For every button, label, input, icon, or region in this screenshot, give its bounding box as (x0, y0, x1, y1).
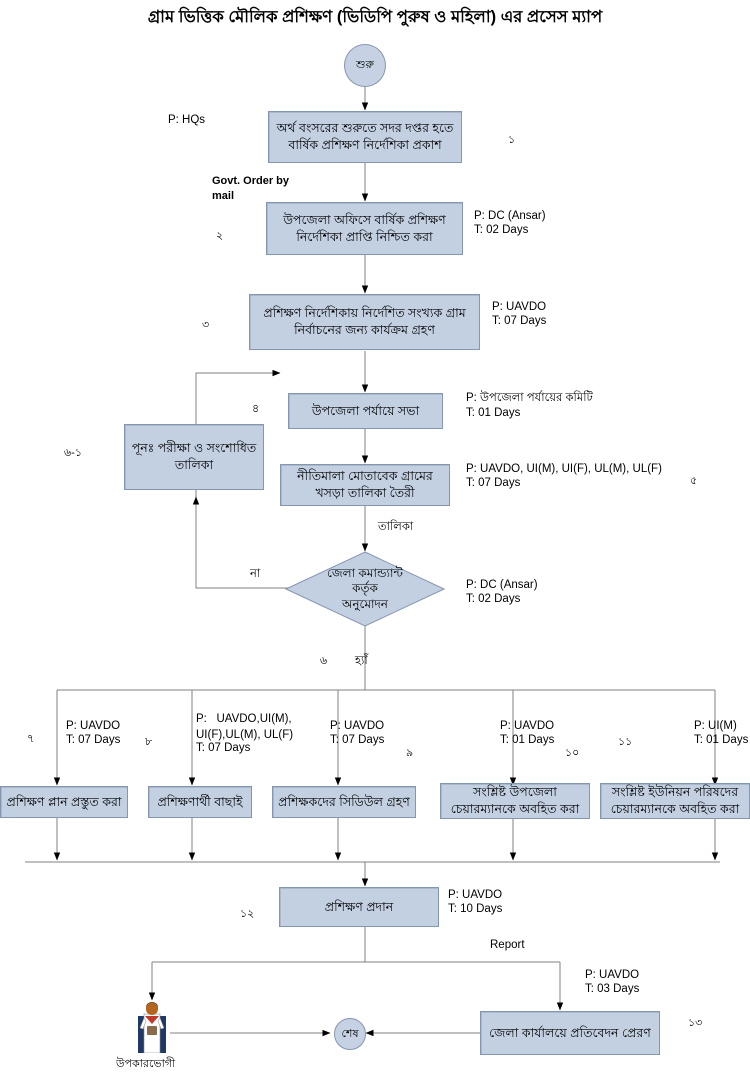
start-node[interactable]: শুরু (344, 44, 386, 87)
node-11-time: T: 01 Days (694, 734, 749, 746)
node-confirm-receipt-at-upazila-office[interactable]: উপজেলা অফিসে বার্ষিক প্রশিক্ষণ নির্দেশিক… (266, 202, 463, 255)
node-1-line-1: অর্থ বংসরের শুরুতে সদর দপ্তর হতে (276, 121, 454, 136)
node-9-responsible: P: UAVDO (330, 720, 385, 732)
edge-label-talika: তালিকা (378, 521, 414, 533)
node-11-number: ১১ (618, 736, 633, 748)
node-12-number: ১২ (240, 908, 255, 920)
node-9-line-1: প্রশিক্ষকদের সিডিউল গ্রহণ (278, 794, 410, 809)
node-7-responsible: P: UAVDO (66, 720, 121, 732)
node-9-number: ৯ (406, 747, 414, 759)
node-upazila-level-meeting[interactable]: উপজেলা পর্যায়ে সভা (288, 393, 443, 429)
node-select-trainees[interactable]: প্রশিক্ষণার্থী বাছাই (148, 786, 252, 818)
node-10-line-1: সংশ্লিষ্ট উপজেলা (473, 785, 557, 800)
node-8-number: ৮ (145, 736, 153, 748)
node-1-responsible: P: HQs (168, 114, 206, 126)
node-2-responsible: P: DC (Ansar) (474, 210, 546, 222)
edge-label-report: Report (490, 939, 525, 951)
start-node-label: শুরু (356, 59, 374, 71)
node-12-responsible: P: UAVDO (448, 889, 503, 901)
beneficiary-caption: উপকারভোগী (116, 1058, 176, 1070)
decision-yes-label: হ্যাঁ (355, 655, 368, 667)
node-4-time: T: 01 Days (466, 407, 521, 419)
node-inform-union-parishad-chairman[interactable]: সংশ্লিষ্ট ইউনিয়ন পরিষদের চেয়ারম্যানকে … (600, 783, 750, 819)
node-1-number: ১ (508, 134, 516, 146)
node-12-time: T: 10 Days (448, 903, 503, 915)
node-6-1-number: ৬-১ (64, 447, 82, 459)
node-9-time: T: 07 Days (330, 734, 385, 746)
node-2-line-1: উপজেলা অফিসে বার্ষিক প্রশিক্ষণ (283, 212, 446, 227)
node-5-line-2: খসড়া তালিকা তৈরী (315, 486, 415, 500)
decision-number: ৬ (320, 655, 328, 667)
decision-time: T: 02 Days (466, 593, 521, 605)
node-3-responsible: P: UAVDO (492, 301, 547, 313)
node-11-line-2: চেয়ারম্যানকে অবহিত করা (610, 802, 740, 816)
node-inform-upazila-chairman[interactable]: সংশ্লিষ্ট উপজেলা চেয়ারম্যানকে অবহিত করা (440, 783, 590, 819)
node-2-line-2: নির্দেশিকা প্রাপ্তি নিশ্চিত করা (296, 229, 433, 244)
node-10-responsible: P: UAVDO (500, 720, 555, 732)
page-title: গ্রাম ভিত্তিক মৌলিক প্রশিক্ষণ (ভিডিপি পু… (147, 8, 603, 26)
node-3-time: T: 07 Days (492, 315, 547, 327)
node-7-time: T: 07 Days (66, 734, 121, 746)
node-1-line-2: বার্ষিক প্রশিক্ষণ নির্দেশিকা প্রকাশ (288, 138, 442, 152)
node-12-line-1: প্রশিক্ষণ প্রদান (324, 899, 394, 914)
beneficiary-person-icon (130, 1000, 174, 1054)
node-2-number: ২ (216, 230, 224, 242)
decision-line-1: জেলা কমান্ড্যান্ট (327, 565, 403, 580)
node-draft-village-list[interactable]: নীতিমালা মোতাবেক গ্রামের খসড়া তালিকা তৈ… (280, 464, 450, 506)
node-13-number: ১৩ (688, 1017, 703, 1029)
node-10-time: T: 01 Days (500, 734, 555, 746)
node-receive-trainer-schedule[interactable]: প্রশিক্ষকদের সিডিউল গ্রহণ (272, 786, 416, 818)
decision-district-commandant-approval[interactable]: জেলা কমান্ড্যান্ট কর্তৃক অনুমোদন (284, 551, 446, 627)
node-5-line-1: নীতিমালা মোতাবেক গ্রামের (297, 469, 433, 484)
node-publish-annual-training-directive[interactable]: অর্থ বংসরের শুরুতে সদর দপ্তর হতে বার্ষিক… (268, 111, 462, 163)
node-7-number: ৭ (27, 733, 35, 745)
node-2-time: T: 02 Days (474, 224, 529, 236)
node-4-line-1: উপজেলা পর্যায়ে সভা (311, 403, 420, 418)
edge-label-govt-order: Govt. Order by mail (212, 175, 290, 202)
node-4-responsible: P: উপজেলা পর্যায়ের কমিটি (466, 392, 593, 404)
node-6-1-line-2: তালিকা (174, 458, 214, 472)
node-7-line-1: প্রশিক্ষণ প্লান প্রস্তুত করা (6, 794, 122, 809)
node-prepare-training-plan[interactable]: প্রশিক্ষণ প্লান প্রস্তুত করা (0, 786, 128, 818)
end-node[interactable]: শেষ (334, 1018, 366, 1050)
node-4-number: ৪ (252, 403, 260, 415)
node-8-line-1: প্রশিক্ষণার্থী বাছাই (157, 794, 243, 809)
decision-line-3: অনুমোদন (341, 596, 388, 611)
node-3-line-2: নির্বাচনের জন্য কার্যক্রম গ্রহণ (294, 323, 435, 337)
node-reexamination-revised-list[interactable]: পূনঃ পরীক্ষা ও সংশোধিত তালিকা (124, 424, 264, 490)
node-13-line-1: জেলা কার্যালয়ে প্রতিবেদন প্রেরণ (489, 1025, 651, 1040)
node-11-line-1: সংশ্লিষ্ট ইউনিয়ন পরিষদের (611, 785, 739, 800)
node-5-time: T: 07 Days (466, 477, 521, 489)
end-node-label: শেষ (341, 1027, 359, 1040)
node-select-villages-program[interactable]: প্রশিক্ষণ নির্দেশিকায় নির্দেশিত সংখ্যক … (249, 294, 480, 350)
node-13-responsible: P: UAVDO (585, 969, 640, 981)
node-5-number: ৫ (690, 475, 698, 487)
node-3-line-1: প্রশিক্ষণ নির্দেশিকায় নির্দেশিত সংখ্যক … (263, 306, 466, 321)
node-3-number: ৩ (202, 319, 210, 331)
node-10-line-2: চেয়ারম্যানকে অবহিত করা (450, 802, 580, 816)
decision-no-label: না (250, 568, 261, 580)
node-8-time: T: 07 Days (196, 742, 251, 754)
decision-responsible: P: DC (Ansar) (466, 579, 538, 591)
decision-label: জেলা কমান্ড্যান্ট কর্তৃক অনুমোদন (285, 551, 445, 627)
node-6-1-line-1: পূনঃ পরীক্ষা ও সংশোধিত (131, 441, 257, 456)
node-5-responsible: P: UAVDO, UI(M), UI(F), UL(M), UL(F) (466, 463, 662, 475)
node-send-report-to-district-office[interactable]: জেলা কার্যালয়ে প্রতিবেদন প্রেরণ (480, 1011, 660, 1055)
node-8-responsible: P: UAVDO,UI(M), UI(F),UL(M), UL(F) (196, 713, 294, 741)
node-provide-training[interactable]: প্রশিক্ষণ প্রদান (279, 887, 439, 927)
node-13-time: T: 03 Days (585, 983, 640, 995)
node-10-number: ১০ (565, 747, 580, 759)
decision-line-2: কর্তৃক (352, 581, 378, 596)
